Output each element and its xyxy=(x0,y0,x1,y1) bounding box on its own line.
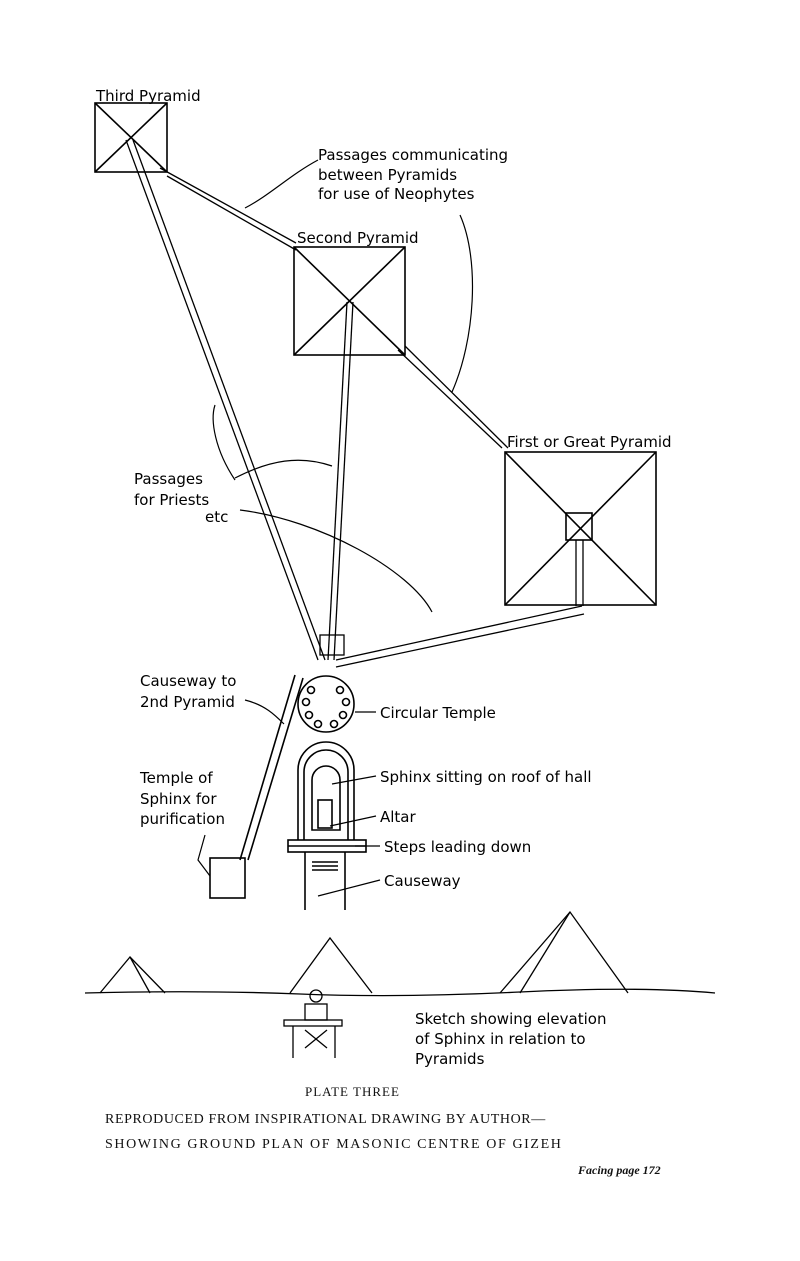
label-temple-sphinx-2: Sphinx for xyxy=(140,790,217,808)
circular-temple xyxy=(297,675,355,733)
pointer-arrows xyxy=(197,159,474,897)
label-causeway: Causeway xyxy=(384,872,461,890)
third-pyramid xyxy=(94,102,168,173)
label-causeway-2nd-1: Causeway to xyxy=(140,672,236,690)
label-sketch-note-1: Sketch showing elevation xyxy=(415,1010,606,1028)
plate-title: PLATE THREE xyxy=(305,1084,400,1099)
label-causeway-2nd-2: 2nd Pyramid xyxy=(140,693,235,711)
label-great-pyramid: First or Great Pyramid xyxy=(507,433,672,451)
passages xyxy=(125,139,585,668)
label-second-pyramid: Second Pyramid xyxy=(297,229,419,247)
caption-line-2: SHOWING GROUND PLAN OF MASONIC CENTRE OF… xyxy=(105,1137,563,1152)
label-temple-sphinx-1: Temple of xyxy=(139,769,213,787)
label-passages-priests-2: for Priests xyxy=(134,491,209,509)
label-sketch-note-3: Pyramids xyxy=(415,1050,485,1068)
causeway-to-2nd-pyramid xyxy=(239,674,304,861)
label-passages-neophytes-2: between Pyramids xyxy=(318,166,457,184)
facing-page-note: Facing page 172 xyxy=(578,1163,661,1177)
great-pyramid xyxy=(504,451,657,606)
elevation-sketch xyxy=(84,910,716,1058)
label-third-pyramid: Third Pyramid xyxy=(95,87,201,105)
sphinx-hall xyxy=(287,741,367,910)
label-passages-priests-1: Passages xyxy=(134,470,203,488)
label-passages-neophytes-1: Passages communicating xyxy=(318,146,508,164)
label-sphinx-roof: Sphinx sitting on roof of hall xyxy=(380,768,592,786)
temple-of-sphinx xyxy=(209,857,246,899)
label-temple-sphinx-3: purification xyxy=(140,810,225,828)
caption-line-1: REPRODUCED FROM INSPIRATIONAL DRAWING BY… xyxy=(105,1112,546,1127)
label-sketch-note-2: of Sphinx in relation to xyxy=(415,1030,586,1048)
second-pyramid xyxy=(293,246,406,356)
label-passages-priests-3: etc xyxy=(205,508,228,526)
label-circular-temple: Circular Temple xyxy=(380,704,496,722)
label-altar: Altar xyxy=(380,808,417,826)
label-passages-neophytes-3: for use of Neophytes xyxy=(318,185,475,203)
label-steps: Steps leading down xyxy=(384,838,531,856)
